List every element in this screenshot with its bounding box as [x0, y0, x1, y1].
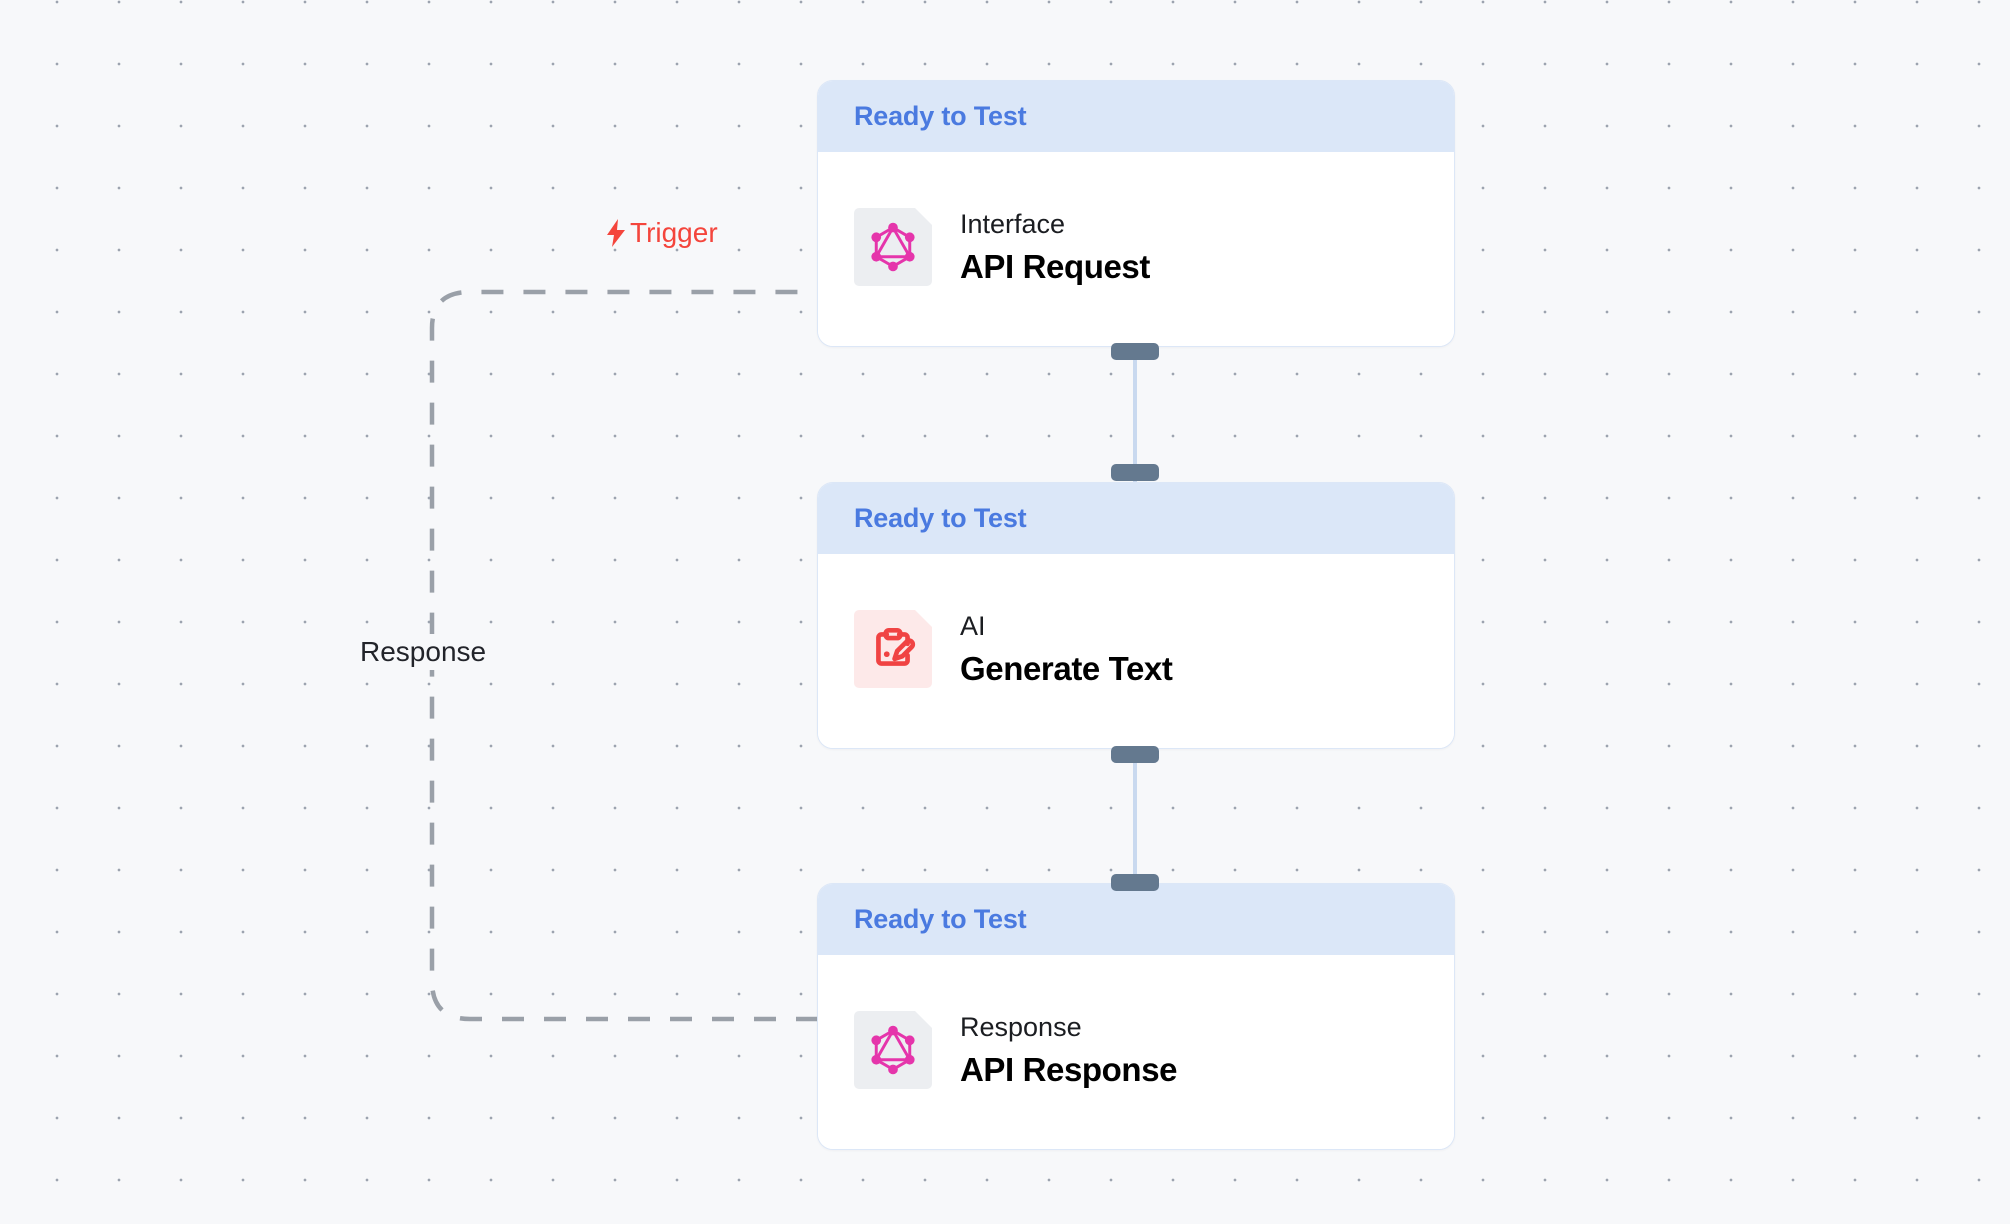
node-body-generate-text: AI Generate Text	[818, 554, 1454, 748]
workflow-node-api-request[interactable]: Ready to Test	[817, 80, 1455, 347]
handle-generate-text-target[interactable]	[1111, 464, 1159, 481]
handle-api-response-target[interactable]	[1111, 874, 1159, 891]
node-kind-label: Response	[960, 1011, 1082, 1042]
node-text-api-response: Response API Response	[960, 1011, 1178, 1089]
edge-label-response[interactable]: Response	[350, 634, 497, 670]
clipboard-pen-icon	[854, 610, 932, 688]
node-text-api-request: Interface API Request	[960, 209, 1150, 286]
node-text-generate-text: AI Generate Text	[960, 610, 1173, 688]
handle-generate-text-source[interactable]	[1111, 746, 1159, 763]
graphql-icon	[854, 208, 932, 286]
edge-label-trigger-text: Trigger	[630, 217, 718, 248]
clipboard-pen-icon-glyph	[867, 623, 919, 675]
node-header-generate-text: Ready to Test	[818, 483, 1454, 554]
workflow-node-generate-text[interactable]: Ready to Test AI Generate Text	[817, 482, 1455, 749]
graphql-icon-glyph	[866, 220, 920, 274]
node-kind-label: AI	[960, 610, 986, 641]
edge-label-trigger[interactable]: Trigger	[604, 217, 718, 249]
lightning-bolt-icon	[607, 219, 625, 247]
graphql-icon-glyph	[866, 1023, 920, 1077]
node-status-badge: Ready to Test	[854, 101, 1027, 131]
edge-label-response-text: Response	[350, 634, 497, 670]
node-header-api-response: Ready to Test	[818, 884, 1454, 955]
node-name-label: API Response	[960, 1050, 1178, 1088]
node-status-badge: Ready to Test	[854, 503, 1027, 533]
node-status-badge: Ready to Test	[854, 904, 1027, 934]
graphql-icon	[854, 1011, 932, 1089]
node-body-api-response: Response API Response	[818, 955, 1454, 1149]
node-header-api-request: Ready to Test	[818, 81, 1454, 152]
handle-api-request-source[interactable]	[1111, 343, 1159, 360]
node-name-label: API Request	[960, 247, 1150, 285]
workflow-node-api-response[interactable]: Ready to Test	[817, 883, 1455, 1150]
node-body-api-request: Interface API Request	[818, 152, 1454, 346]
node-kind-label: Interface	[960, 208, 1066, 239]
node-name-label: Generate Text	[960, 649, 1173, 687]
